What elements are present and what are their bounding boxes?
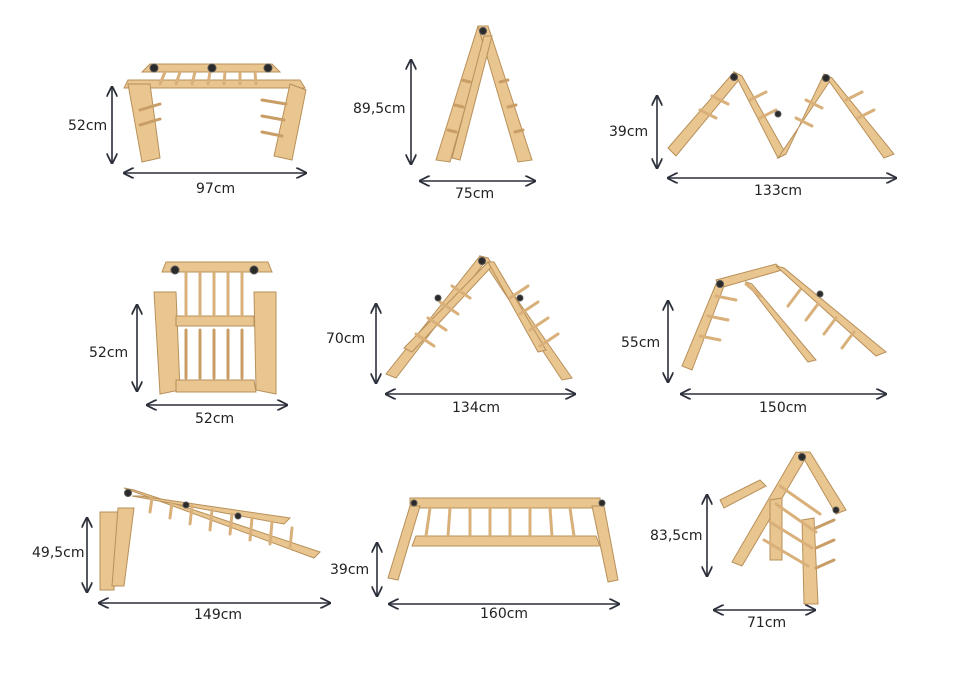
- height-label: 70cm: [326, 331, 366, 347]
- width-label: 160cm: [480, 606, 529, 622]
- width-label: 150cm: [759, 400, 808, 416]
- width-label: 71cm: [747, 615, 787, 631]
- bridge-illustration: [387, 497, 619, 583]
- tent-illustration: [719, 451, 847, 605]
- height-label: 83,5cm: [650, 528, 703, 544]
- height-label: 49,5cm: [32, 545, 85, 561]
- height-label: 39cm: [330, 562, 370, 578]
- table-illustration: [123, 63, 307, 163]
- double-wave-illustration: [667, 70, 895, 160]
- slide-illustration: [99, 487, 321, 591]
- width-label: 149cm: [194, 607, 243, 623]
- height-label: 52cm: [89, 345, 129, 361]
- width-label: 97cm: [196, 181, 236, 197]
- cube-illustration: [153, 261, 277, 395]
- height-label: 89,5cm: [353, 101, 406, 117]
- width-label: 52cm: [195, 411, 235, 427]
- width-label: 134cm: [452, 400, 501, 416]
- height-label: 39cm: [609, 124, 649, 140]
- triangle-70-illustration: [385, 255, 573, 381]
- arch-55-illustration: [681, 263, 887, 371]
- width-label: 75cm: [455, 186, 495, 202]
- width-label: 133cm: [754, 183, 803, 199]
- height-label: 52cm: [68, 118, 108, 134]
- tall-triangle-illustration: [435, 25, 533, 163]
- height-label: 55cm: [621, 335, 661, 351]
